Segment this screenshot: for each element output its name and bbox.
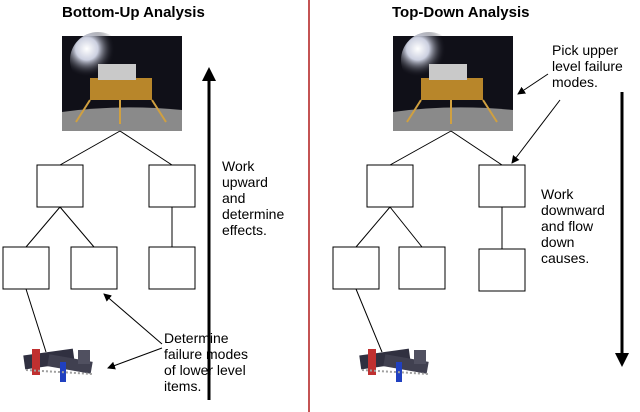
- right-box-lower-1: [332, 246, 380, 290]
- right-panel-title: Top-Down Analysis: [392, 4, 530, 21]
- left-circuit-chips: [23, 348, 93, 382]
- right-tree-lines: [355, 130, 503, 353]
- right-box-upper-left: [366, 164, 414, 208]
- right-annotation-pick-upper-level: Pick upper level failure modes.: [552, 42, 623, 90]
- right-circuit-chips: [359, 348, 429, 382]
- left-annotation-determine-failure-modes: Determine failure modes of lower level i…: [164, 330, 249, 394]
- left-tree-boxes: [2, 164, 196, 290]
- left-box-lower-2: [70, 246, 118, 290]
- left-box-lower-1: [2, 246, 50, 290]
- left-box-lower-3: [148, 246, 196, 290]
- right-annotation-work-downward: Work downward and flow down causes.: [541, 186, 605, 266]
- left-pointer-to-box: [103, 293, 163, 345]
- left-annotation-work-upward: Work upward and determine effects.: [222, 158, 285, 238]
- left-tree-lines: [25, 130, 173, 353]
- left-panel-title: Bottom-Up Analysis: [62, 4, 205, 21]
- left-lander-photo: [62, 32, 182, 131]
- right-box-lower-3: [478, 248, 526, 292]
- right-pointer-to-photo: [517, 73, 549, 95]
- left-box-upper-right: [148, 164, 196, 208]
- right-box-upper-right: [478, 164, 526, 208]
- right-box-lower-2: [398, 246, 446, 290]
- left-pointer-to-chips: [107, 347, 163, 370]
- left-box-upper-left: [36, 164, 84, 208]
- right-tree-boxes: [332, 164, 526, 292]
- right-pointer-to-box: [511, 99, 561, 164]
- right-lander-photo: [393, 32, 513, 131]
